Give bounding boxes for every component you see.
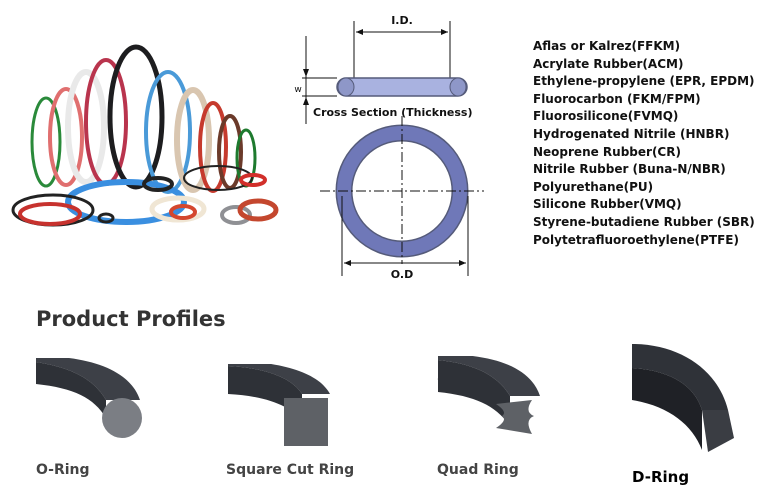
quad-ring-profile-image bbox=[437, 356, 540, 434]
material-item: Ethylene-propylene (EPR, EPDM) bbox=[533, 74, 755, 89]
d-ring-label: D-Ring bbox=[632, 468, 690, 486]
od-label: O.D bbox=[391, 268, 413, 281]
cross-section-label: Cross Section (Thickness) bbox=[313, 106, 473, 119]
o-ring-label: O-Ring bbox=[36, 462, 90, 478]
square-cut-ring-label: Square Cut Ring bbox=[226, 462, 355, 478]
material-item: Fluorosilicone(FVMQ) bbox=[533, 109, 679, 124]
material-item: Styrene-butadiene Rubber (SBR) bbox=[533, 214, 755, 229]
w-label: w bbox=[294, 85, 301, 95]
o-ring-profile-image bbox=[36, 358, 142, 438]
material-item: Silicone Rubber(VMQ) bbox=[533, 197, 682, 212]
o-ring-assortment-photo bbox=[11, 44, 279, 227]
material-item: Hydrogenated Nitrile (HNBR) bbox=[533, 126, 730, 141]
d-ring-profile-image bbox=[632, 344, 734, 452]
material-item: Neoprene Rubber(CR) bbox=[533, 144, 681, 159]
materials-list: Aflas or Kalrez(FFKM) Acrylate Rubber(AC… bbox=[533, 38, 755, 249]
material-item: Polytetrafluoroethylene(PTFE) bbox=[533, 232, 739, 247]
material-item: Fluorocarbon (FKM/FPM) bbox=[533, 91, 701, 106]
quad-ring-label: Quad Ring bbox=[437, 462, 519, 478]
material-item: Aflas or Kalrez(FFKM) bbox=[533, 39, 681, 53]
o-ring-dimension-diagram: I.D. w Cross Section (Thickness) O.D bbox=[294, 14, 484, 281]
square-cut-ring-profile-image bbox=[228, 364, 330, 446]
material-item: Acrylate Rubber(ACM) bbox=[533, 56, 684, 71]
material-item: Polyurethane(PU) bbox=[533, 179, 654, 194]
product-profiles-title: Product Profiles bbox=[36, 307, 226, 331]
material-item: Nitrile Rubber (Buna-N/NBR) bbox=[533, 162, 726, 177]
id-label: I.D. bbox=[391, 14, 413, 27]
